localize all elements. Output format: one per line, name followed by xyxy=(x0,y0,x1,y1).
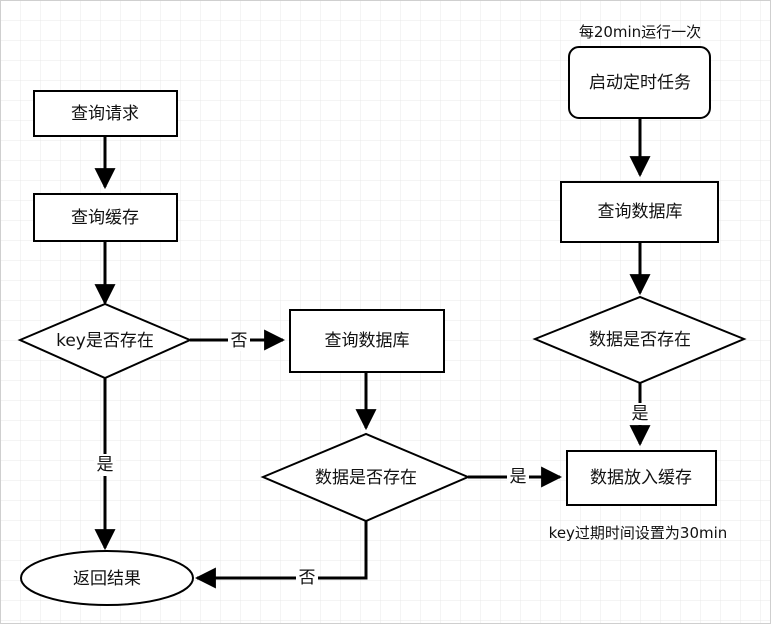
decision-label: 数据是否存在 xyxy=(589,330,691,350)
edge-label-text: 否 xyxy=(299,568,316,588)
decision-key-exists: key是否存在 xyxy=(17,302,193,380)
edge-label-text: 否 xyxy=(231,331,248,351)
node-put-into-cache: 数据放入缓存 xyxy=(566,450,717,506)
terminal-return-result: 返回结果 xyxy=(20,550,194,606)
node-label: 启动定时任务 xyxy=(589,73,691,93)
edge-label-key-no: 否 xyxy=(228,331,250,351)
terminal-label: 返回结果 xyxy=(73,569,141,589)
node-query-db-left: 查询数据库 xyxy=(289,309,445,373)
edge-data-left-no-to-return xyxy=(194,521,368,589)
node-label: 查询请求 xyxy=(71,104,139,124)
node-query-db-right: 查询数据库 xyxy=(560,181,719,243)
expire-annotation: key过期时间设置为30min xyxy=(549,524,728,542)
edge-label-data-left-no: 否 xyxy=(296,568,318,588)
decision-data-exists-right: 数据是否存在 xyxy=(532,295,747,385)
node-start-timer: 启动定时任务 xyxy=(568,46,711,119)
node-label: 查询数据库 xyxy=(598,202,683,222)
edge-label-key-yes: 是 xyxy=(94,454,116,476)
decision-label: key是否存在 xyxy=(56,331,154,351)
edge-label-data-right-yes: 是 xyxy=(629,403,651,425)
schedule-annotation: 每20min运行一次 xyxy=(579,23,701,41)
node-query-request: 查询请求 xyxy=(33,90,178,137)
node-label: 数据放入缓存 xyxy=(590,468,692,488)
edge-label-text: 是 xyxy=(97,455,114,475)
edge-label-data-left-yes: 是 xyxy=(507,467,529,487)
node-query-cache: 查询缓存 xyxy=(33,193,178,242)
decision-label: 数据是否存在 xyxy=(315,468,417,488)
edge-label-text: 是 xyxy=(510,467,527,487)
node-label: 查询缓存 xyxy=(71,208,139,228)
node-label: 查询数据库 xyxy=(325,331,410,351)
decision-data-exists-left: 数据是否存在 xyxy=(260,432,471,523)
edge-label-text: 是 xyxy=(632,404,649,424)
